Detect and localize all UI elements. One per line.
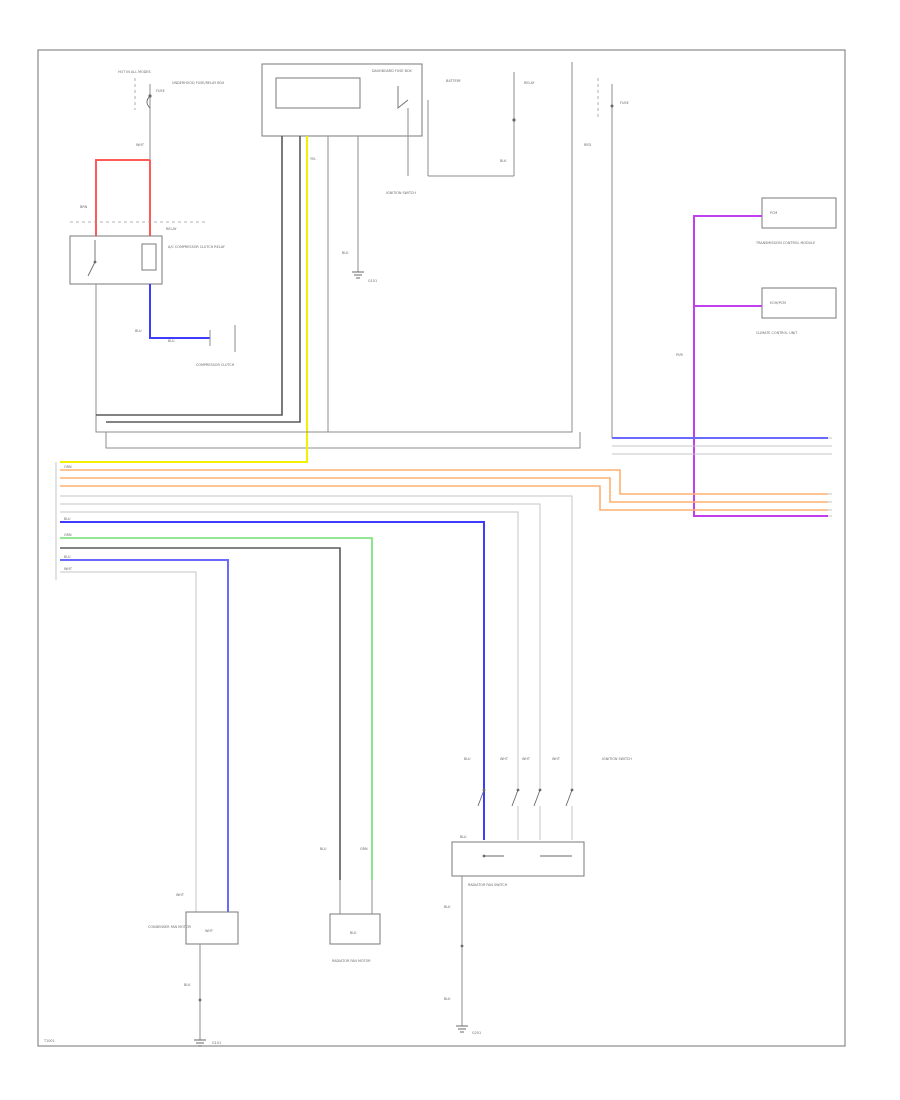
dark-wire-dash bbox=[96, 136, 283, 416]
label-blk-cond: BLK bbox=[184, 983, 191, 987]
label-radiator-fan-switch: RADIATOR FAN SWITCH bbox=[468, 883, 508, 887]
red-wire bbox=[95, 159, 151, 240]
label-ac-compressor-clutch-relay: A/C COMPRESSOR CLUTCH RELAY bbox=[168, 245, 226, 249]
blue-wire-compressor bbox=[149, 284, 210, 339]
diagram-frame bbox=[37, 49, 846, 1047]
condenser-fan-motor: WHT WHT CONDENSER FAN MOTOR BLK G101 bbox=[148, 893, 239, 1047]
label-pcm: PCM bbox=[770, 211, 777, 215]
label-ignition-switch-bottom: IGNITION SWITCH bbox=[602, 757, 632, 761]
label-m-radiator: BLK bbox=[350, 931, 357, 935]
label-condenser-fan-motor: CONDENSER FAN MOTOR bbox=[148, 925, 191, 929]
orange-wire-1 bbox=[60, 469, 828, 495]
label-blu-rad: BLU bbox=[320, 847, 327, 851]
label-wht-top: WHT bbox=[136, 143, 145, 147]
label-g201: G201 bbox=[472, 1031, 481, 1035]
dashboard-fuse-box: DASHBOARD FUSE BOX bbox=[261, 63, 423, 137]
ac-compressor-clutch-relay: RELAY A/C COMPRESSOR CLUTCH RELAY bbox=[69, 221, 226, 285]
label-climate-control-unit: CLIMATE CONTROL UNIT bbox=[756, 331, 798, 335]
white-wire-3 bbox=[60, 511, 519, 790]
dark-wire-fan bbox=[60, 547, 341, 880]
label-yel: YEL bbox=[310, 157, 316, 161]
label-blu-switch: BLU bbox=[460, 835, 467, 839]
radiator-fan-switch-box: BLU RADIATOR FAN SWITCH bbox=[451, 835, 585, 887]
label-relay-top: RELAY bbox=[524, 81, 536, 85]
label-wht-bus: WHT bbox=[64, 567, 73, 571]
blue-wire-ignition bbox=[60, 521, 485, 840]
label-grn-bus: GRN bbox=[64, 533, 72, 537]
orange-wire-3 bbox=[60, 485, 828, 511]
label-g101-bottom: G101 bbox=[212, 1041, 221, 1045]
figure-id: T1001 bbox=[43, 1039, 55, 1043]
label-blu-2: BLU bbox=[168, 339, 175, 343]
label-ecm-pcm: ECM/PCM bbox=[770, 301, 786, 305]
label-radiator-fan-motor: RADIATOR FAN MOTOR bbox=[332, 959, 371, 963]
label-pur: PUR bbox=[676, 353, 684, 357]
white-wire-1 bbox=[60, 495, 573, 790]
gray-wire-left bbox=[95, 284, 106, 433]
battery-relay: BATTERY RELAY IGNITION SWITCH BLK bbox=[386, 72, 536, 195]
label-blu-bus-2: BLU bbox=[64, 555, 71, 559]
label-hot-in-all-modes: HOT IN ALL MODES bbox=[118, 70, 151, 74]
label-blk-switch: BLK bbox=[444, 905, 451, 909]
label-g101-top: G101 bbox=[368, 279, 377, 283]
label-blk-top: BLK bbox=[500, 159, 507, 163]
label-brn-left: BRN bbox=[80, 205, 88, 209]
underhood-fuse-relay-box: HOT IN ALL MODES FUSE UNDERHOOD FUSE/REL… bbox=[118, 70, 225, 160]
purple-wire bbox=[693, 215, 828, 517]
label-blk-ground: BLK bbox=[342, 251, 349, 255]
label-fuse: FUSE bbox=[156, 89, 165, 93]
label-underhood-fuse-relay-box: UNDERHOOD FUSE/RELAY BOX bbox=[172, 81, 225, 85]
gray-wire-right bbox=[106, 62, 573, 433]
label-blu-bus: BLU bbox=[64, 517, 71, 521]
label-compressor-clutch: COMPRESSOR CLUTCH bbox=[196, 363, 235, 367]
white-wire-2 bbox=[60, 503, 541, 790]
label-blu-ign: BLU bbox=[464, 757, 471, 761]
label-wht-ign-2: WHT bbox=[522, 757, 531, 761]
label-wht-cond: WHT bbox=[205, 929, 214, 933]
label-fuse-right: FUSE bbox=[620, 101, 629, 105]
label-orn: ORN bbox=[64, 465, 72, 469]
label-ignition-switch-top: IGNITION SWITCH bbox=[386, 191, 416, 195]
label-battery: BATTERY bbox=[446, 79, 462, 83]
ignition-switch-bottom: BLU WHT WHT WHT IGNITION SWITCH bbox=[464, 757, 632, 807]
label-wht-ign-3: WHT bbox=[552, 757, 561, 761]
ground-g101-top: BLK G101 bbox=[342, 136, 377, 283]
label-red-right: RED bbox=[584, 143, 591, 147]
blue-wire-condenser bbox=[60, 559, 229, 918]
label-wht-ign-1: WHT bbox=[500, 757, 509, 761]
label-dashboard-fuse-box: DASHBOARD FUSE BOX bbox=[372, 69, 412, 73]
transmission-control-module: PCM TRANSMISSION CONTROL MODULE bbox=[755, 197, 837, 245]
label-wht-cond-2: WHT bbox=[176, 893, 185, 897]
fuse-top-right: FUSE RED bbox=[584, 78, 629, 438]
radiator-fan-motor: BLK BLU GRN RADIATOR FAN MOTOR bbox=[320, 847, 381, 963]
white-wire-condenser bbox=[60, 571, 197, 918]
ecm-pcm-module: ECM/PCM CLIMATE CONTROL UNIT bbox=[756, 287, 837, 335]
green-wire bbox=[60, 537, 373, 880]
label-transmission-control-module: TRANSMISSION CONTROL MODULE bbox=[755, 241, 815, 245]
label-relay: RELAY bbox=[166, 227, 178, 231]
yellow-wire bbox=[60, 136, 308, 463]
label-blk-ground-2: BLK bbox=[444, 997, 451, 1001]
label-blu-1: BLU bbox=[135, 329, 142, 333]
label-grn-rad: GRN bbox=[360, 847, 368, 851]
ground-g201: BLK BLK G201 bbox=[444, 876, 481, 1035]
orange-wire-2 bbox=[60, 477, 828, 503]
